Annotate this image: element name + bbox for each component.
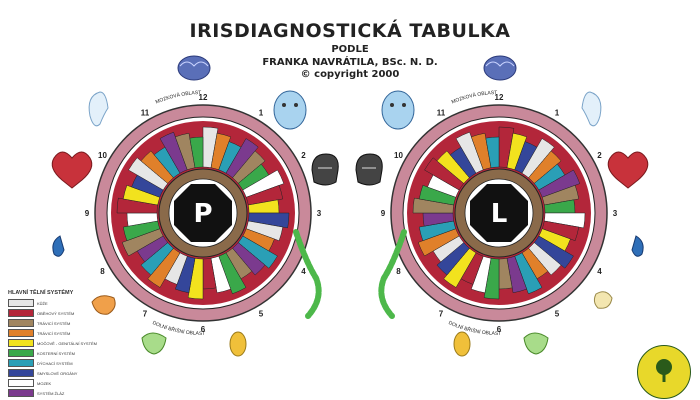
heart-icon (607, 151, 649, 189)
clock-number: 11 (437, 109, 446, 118)
clock-number: 8 (100, 267, 105, 276)
copyright-line: © copyright 2000 (300, 69, 400, 80)
clock-number: 5 (259, 310, 264, 319)
legend-item: MOZEK (8, 378, 98, 388)
legend-heading: HLAVNÍ TĚLNÍ SYSTÉMY (8, 290, 74, 296)
legend-swatch (8, 319, 34, 327)
clock-number: 7 (439, 310, 444, 319)
heart-icon (51, 151, 93, 189)
page-subtitle: PODLE (331, 44, 369, 55)
legend-label: SMYSLOVÉ ORGÁNY (37, 370, 78, 376)
legend-label: MOČOVĚ - GENITÁLNÍ SYSTÉM (37, 340, 98, 346)
clock-number: 1 (555, 109, 560, 118)
legend-items: KŮŽE OBĚHOVÝ SYSTÉM TRÁVICÍ SYSTÉM TRÁVICÍ … (8, 298, 98, 398)
kidney-icon (229, 331, 247, 357)
ear-icon (88, 91, 109, 127)
legend-label: KŮŽE (37, 300, 48, 306)
legend-label: DÝCHACÍ SYSTÉM (37, 360, 73, 366)
legend-swatch (8, 389, 34, 397)
head-profile-icon (355, 153, 383, 186)
left-segments (116, 126, 290, 300)
legend-label: TRÁVICÍ SYSTÉM (37, 330, 71, 336)
legend-item: SYSTÉM ŽLÁZ (8, 388, 98, 398)
clock-number: 4 (301, 267, 306, 276)
legend-swatch (8, 379, 34, 387)
clock-number: 11 (141, 109, 150, 118)
left-pupil (174, 184, 232, 242)
spine-icon (293, 229, 322, 319)
face-icon (381, 90, 415, 130)
legend-swatch (8, 309, 34, 317)
legend-swatch (8, 349, 34, 357)
clock-number: 4 (597, 267, 602, 276)
legend-item: OBĚHOVÝ SYSTÉM (8, 308, 98, 318)
spleen-icon (593, 291, 613, 309)
clock-number: 6 (201, 325, 206, 334)
legend-item: KOSTERNÍ SYSTÉM (8, 348, 98, 358)
legend-item: KŮŽE (8, 298, 98, 308)
legend-swatch (8, 369, 34, 377)
lung-icon (52, 235, 65, 257)
head-profile-icon (311, 153, 339, 186)
clock-number: 1 (259, 109, 264, 118)
legend-item: SMYSLOVÉ ORGÁNY (8, 368, 98, 378)
legend-item: TRÁVICÍ SYSTÉM (8, 318, 98, 328)
clock-number: 10 (98, 151, 107, 160)
legend-swatch (8, 339, 34, 347)
face-icon (273, 90, 307, 130)
right-segments (412, 126, 586, 300)
spine-icon (378, 229, 407, 319)
seal-badge (637, 345, 691, 399)
right-center-letter: L (491, 199, 508, 229)
right-bottom-arc-label: DOLNÍ BŘIŠNÍ OBLAST (447, 320, 501, 337)
right-pupil (470, 184, 528, 242)
iris-segment (485, 136, 500, 168)
page-title: IRISDIAGNOSTICKÁ TABULKA (189, 20, 511, 42)
pelvis-icon (523, 332, 549, 355)
left-center-letter: P (193, 199, 212, 229)
clock-number: 3 (317, 209, 322, 218)
clock-number: 5 (555, 310, 560, 319)
legend-item: DÝCHACÍ SYSTÉM (8, 358, 98, 368)
brain-icon (177, 55, 211, 81)
clock-number: 2 (301, 151, 306, 160)
clock-number: 7 (143, 310, 148, 319)
clock-number: 9 (381, 209, 386, 218)
brain-icon (483, 55, 517, 81)
clock-number: 2 (597, 151, 602, 160)
liver-icon (91, 295, 116, 315)
iris-segment (189, 136, 204, 168)
clock-number: 6 (497, 325, 502, 334)
legend-label: SYSTÉM ŽLÁZ (37, 390, 65, 396)
legend-swatch (8, 359, 34, 367)
legend-label: OBĚHOVÝ SYSTÉM (37, 310, 75, 316)
clock-number: 8 (396, 267, 401, 276)
clock-number: 3 (613, 209, 618, 218)
legend-swatch (8, 329, 34, 337)
pelvis-icon (141, 332, 167, 355)
legend-label: TRÁVICÍ SYSTÉM (37, 320, 71, 326)
legend-item: TRÁVICÍ SYSTÉM (8, 328, 98, 338)
left-top-arc-label: MOZKOVÁ OBLAST (155, 90, 202, 105)
clock-number: 12 (199, 93, 208, 102)
legend: HLAVNÍ TĚLNÍ SYSTÉMY KŮŽE OBĚHOVÝ SYSTÉM T… (8, 290, 98, 398)
tree-icon (656, 359, 672, 382)
legend-label: KOSTERNÍ SYSTÉM (37, 350, 76, 356)
kidney-icon (453, 331, 471, 357)
right-top-arc-label: MOZKOVÁ OBLAST (451, 90, 498, 105)
clock-number: 9 (85, 209, 90, 218)
legend-swatch (8, 299, 34, 307)
clock-number: 10 (394, 151, 403, 160)
legend-label: MOZEK (37, 380, 52, 386)
ear-icon (581, 91, 602, 127)
legend-item: MOČOVĚ - GENITÁLNÍ SYSTÉM (8, 338, 98, 348)
lung-icon (631, 235, 644, 257)
author-line: FRANKA NAVRÁTILA, BSc. N. D. (262, 57, 438, 68)
title-block: IRISDIAGNOSTICKÁ TABULKA PODLE FRANKA NA… (170, 20, 530, 80)
clock-number: 12 (495, 93, 504, 102)
